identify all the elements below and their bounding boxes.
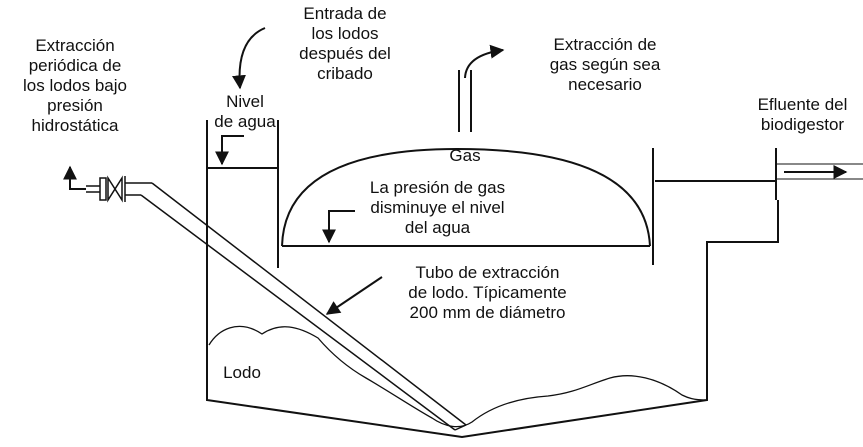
water-level-arrow bbox=[215, 135, 244, 166]
label-gas-pressure: La presión de gas disminuye el nivel del… bbox=[369, 178, 506, 237]
label-extraction-pipe: Tubo de extracción de lodo. Típicamente … bbox=[408, 263, 567, 322]
gas-dome bbox=[281, 147, 651, 247]
inlet-arrow bbox=[231, 27, 266, 90]
sludge-surface bbox=[208, 325, 707, 428]
discharge-arrow bbox=[63, 165, 86, 190]
pressure-arrow bbox=[322, 210, 355, 244]
label-gas: Gas bbox=[449, 146, 481, 165]
gas-outlet-arrow bbox=[464, 44, 505, 79]
label-sludge: Lodo bbox=[223, 363, 261, 382]
valve-icon bbox=[86, 175, 126, 203]
tank-outline bbox=[206, 120, 779, 439]
pipe-pointer-arrow bbox=[325, 276, 383, 315]
label-water-level: Nivel de agua bbox=[214, 92, 276, 131]
label-sludge-extraction: Extracción periódica de los lodos bajo p… bbox=[23, 36, 127, 135]
label-sludge-inlet: Entrada de los lodos después del cribado bbox=[299, 4, 391, 83]
label-effluent: Efluente del biodigestor bbox=[757, 95, 848, 134]
label-gas-extraction: Extracción de gas según sea necesario bbox=[549, 35, 661, 94]
